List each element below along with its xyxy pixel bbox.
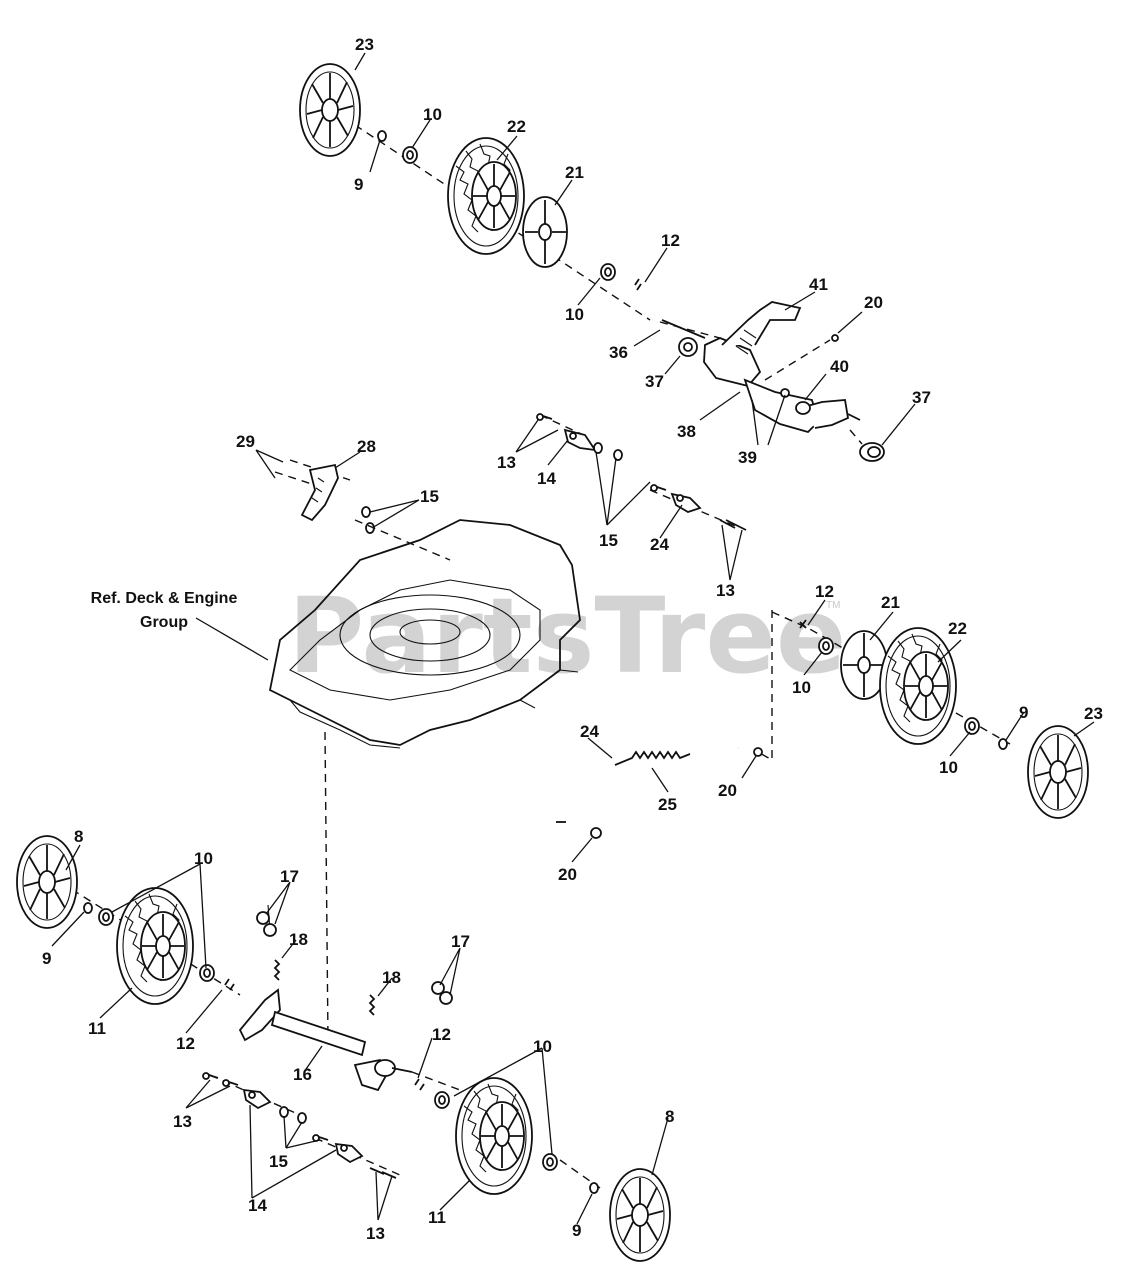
part-label: 18	[289, 930, 308, 949]
bushing-37-right	[859, 442, 885, 462]
right-wheel-assembly	[757, 610, 1089, 819]
part-label: 9	[572, 1221, 581, 1240]
clip-12-top	[634, 278, 642, 291]
spacer-10-top	[402, 146, 418, 164]
wheel-cover-21-top	[522, 196, 568, 268]
part-label: 9	[1019, 703, 1028, 722]
wheel-22-top	[447, 137, 525, 255]
top-wheel-assembly	[299, 63, 651, 321]
part-label: 10	[533, 1037, 552, 1056]
ref-deck-line1: Ref. Deck & Engine	[91, 590, 238, 607]
part-label: 13	[497, 453, 516, 472]
part-label: 21	[881, 593, 900, 612]
part-label: 10	[565, 305, 584, 324]
part-label: 21	[565, 163, 584, 182]
part-label: 22	[507, 117, 526, 136]
part-label: 37	[912, 388, 931, 407]
part-label: 22	[948, 619, 967, 638]
part-label: 37	[645, 372, 664, 391]
part-label: 41	[809, 275, 828, 294]
part-label: 9	[42, 949, 51, 968]
part-label: 12	[815, 582, 834, 601]
washer-9-top	[377, 130, 387, 142]
watermark-tm: TM	[826, 600, 840, 611]
wheel-cover-21-right	[840, 630, 888, 700]
part-label: 8	[74, 827, 83, 846]
bracket-28	[274, 459, 451, 561]
part-label: 23	[355, 35, 374, 54]
part-label: 24	[580, 722, 599, 741]
part-labels: 23 10 22 9 21 12 10 41 20 36 37 40 37 38…	[42, 35, 1103, 1243]
part-label: 20	[718, 781, 737, 800]
part-label: 29	[236, 432, 255, 451]
part-label: 39	[738, 448, 757, 467]
part-label: 10	[423, 105, 442, 124]
part-label: 36	[609, 343, 628, 362]
hubcap-23-top	[299, 63, 361, 157]
part-label: 11	[88, 1019, 106, 1038]
bushing-17a	[256, 911, 277, 937]
lower-left-wheel-assembly	[16, 835, 241, 1005]
part-label: 40	[830, 357, 849, 376]
part-label: 8	[665, 1107, 674, 1126]
part-label: 24	[650, 535, 669, 554]
part-label: 28	[357, 437, 376, 456]
height-adjuster-assembly	[659, 301, 885, 462]
leader-lines	[51, 52, 1095, 1225]
spring-18b	[368, 994, 376, 1016]
part-label: 16	[293, 1065, 312, 1084]
part-label: 23	[1084, 704, 1103, 723]
part-label: 15	[599, 531, 618, 550]
part-label: 15	[269, 1152, 288, 1171]
part-label: 17	[451, 932, 470, 951]
part-label: 25	[658, 795, 677, 814]
spacer-10-mid	[600, 263, 616, 281]
lower-bracket-parts	[202, 1072, 401, 1179]
part-label: 38	[677, 422, 696, 441]
part-label: 12	[432, 1025, 451, 1044]
mower-deck	[268, 519, 581, 749]
part-label: 12	[661, 231, 680, 250]
part-label: 11	[428, 1208, 446, 1227]
rear-axle-24	[556, 709, 763, 839]
part-label: 13	[173, 1112, 192, 1131]
watermark: PartsTree	[288, 575, 846, 697]
part-label: 20	[558, 865, 577, 884]
bushing-17b	[431, 981, 453, 1005]
spring-25	[614, 750, 691, 766]
part-label: 9	[354, 175, 363, 194]
upper-bracket-parts	[536, 413, 747, 531]
part-label: 17	[280, 867, 299, 886]
part-label: 12	[176, 1034, 195, 1053]
bushing-37-left	[678, 337, 698, 357]
part-label: 20	[864, 293, 883, 312]
part-label: 10	[792, 678, 811, 697]
part-label: 14	[248, 1196, 267, 1215]
part-label: 18	[382, 968, 401, 987]
part-label: 14	[537, 469, 556, 488]
spring-18a	[273, 959, 281, 981]
part-label: 10	[939, 758, 958, 777]
lever-41	[721, 301, 802, 346]
part-label: 10	[194, 849, 213, 868]
bracket-40	[799, 399, 850, 429]
bracket-38	[703, 337, 762, 388]
part-label: 13	[716, 581, 735, 600]
part-label: 15	[420, 487, 439, 506]
ref-deck-line2: Group	[140, 614, 188, 631]
part-label: 13	[366, 1224, 385, 1243]
lower-axle-assembly	[238, 904, 671, 1262]
